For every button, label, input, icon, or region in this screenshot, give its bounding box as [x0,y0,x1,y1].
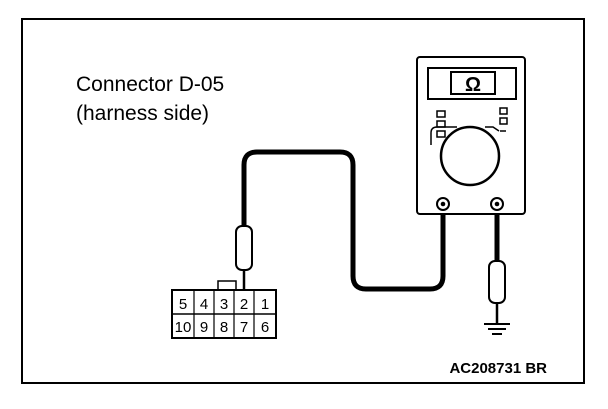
probe-handle [488,260,506,304]
range-mark [436,110,446,118]
connector-title: Connector D-05 [76,73,224,96]
pin-label: 10 [175,319,192,336]
range-mark [499,107,508,115]
ohm-terminal-hole [494,201,500,207]
pin-label: 5 [179,296,187,313]
meter-display-window [450,71,496,95]
range-arc-left [430,126,457,145]
probe-handle [235,225,253,271]
connector-probe [235,225,253,292]
ohm-symbol: Ω [465,74,481,96]
ground-icon [484,323,510,335]
diagram-frame [21,18,585,384]
pin-label: 2 [240,296,248,313]
figure-code: AC208731 BR [449,360,547,377]
pin-label: 4 [200,296,208,313]
connector-d05: 5 4 3 2 1 10 9 8 7 6 [171,280,277,339]
pin-label: 3 [220,296,228,313]
pin-label: 1 [261,296,269,313]
range-mark [499,117,508,125]
com-terminal-hole [440,201,446,207]
connector-subtitle: (harness side) [76,102,209,125]
range-mark [436,130,446,138]
black-test-lead [241,149,446,292]
pin-label: 6 [261,319,269,336]
ohmmeter-icon: Ω [416,56,526,215]
pin-label: 7 [240,319,248,336]
selector-dial [439,125,501,187]
pin-label: 9 [200,319,208,336]
ground-probe [488,260,506,323]
pin-label: 8 [220,319,228,336]
range-arc-right [485,126,500,132]
